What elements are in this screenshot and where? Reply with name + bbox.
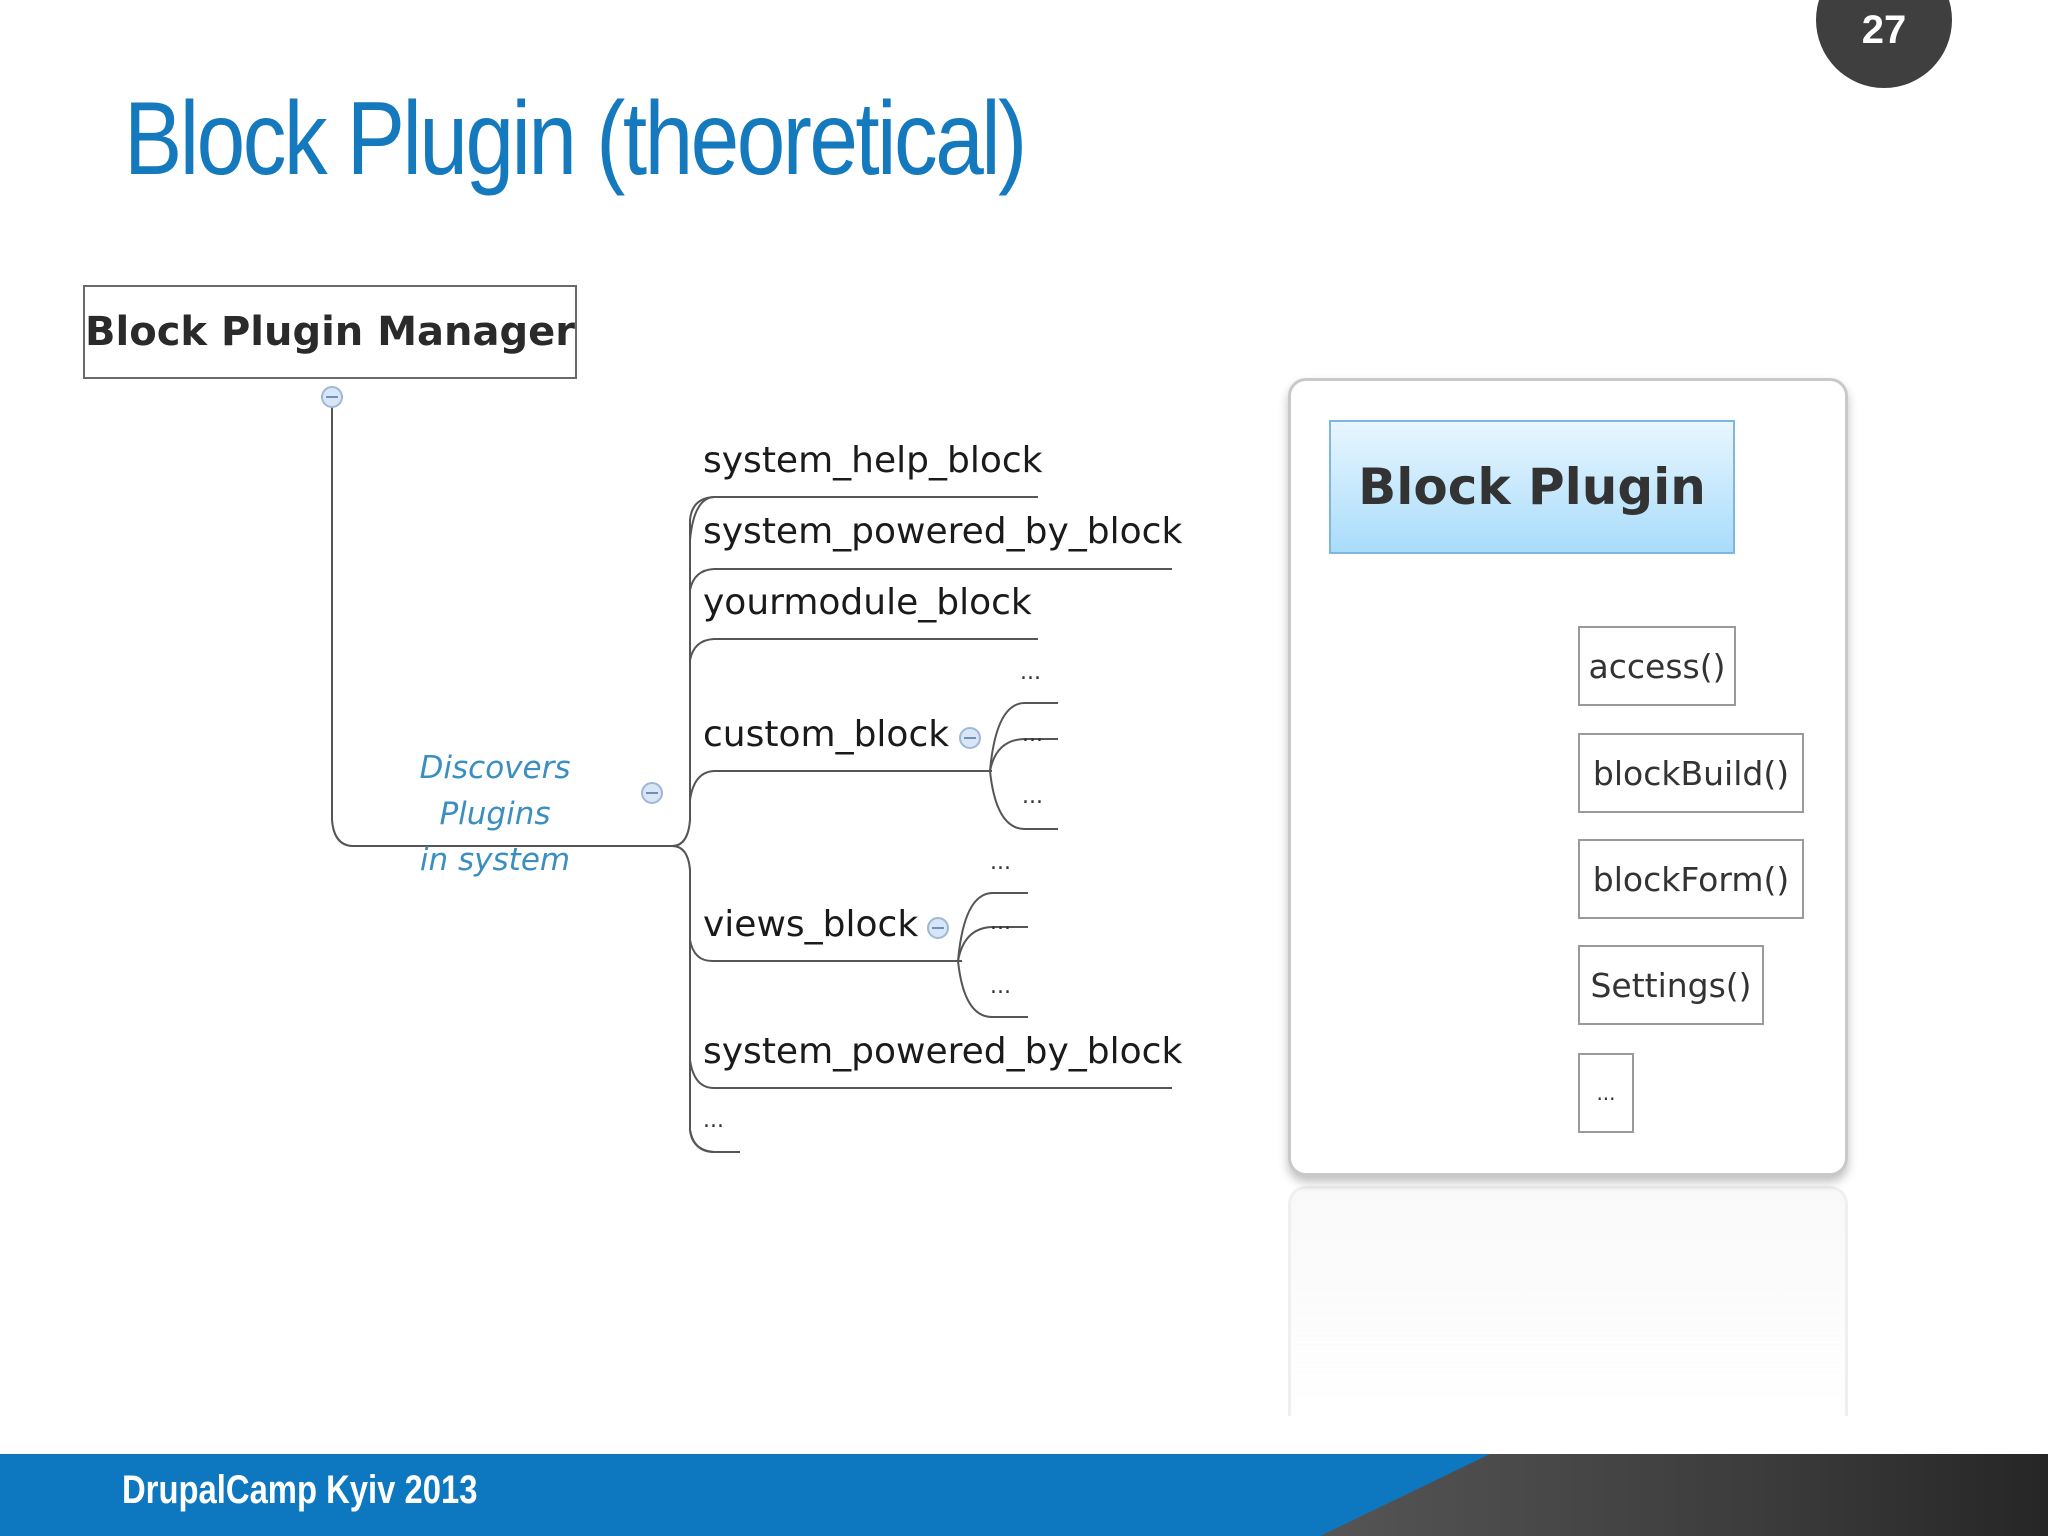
plugin-title: Block Plugin xyxy=(1358,458,1706,516)
child-system-powered-by-block-2: system_powered_by_block xyxy=(703,1031,1183,1072)
relation-label: Discovers Plugins in system xyxy=(360,745,630,883)
underline-child-3 xyxy=(689,638,1038,661)
child-system-help-block: system_help_block xyxy=(703,440,1043,481)
child-more: ... xyxy=(703,1108,724,1133)
views-sub-ellipsis-3: ... xyxy=(990,974,1011,999)
underline-child-7 xyxy=(689,1129,740,1153)
method-settings-label: Settings() xyxy=(1590,965,1752,1005)
relation-line-2: in system xyxy=(419,842,571,878)
underline-child-4 xyxy=(689,770,992,801)
child-yourmodule-block: yourmodule_block xyxy=(703,582,1032,623)
relation-line-1: Discovers Plugins xyxy=(419,750,571,832)
views-sub-1 xyxy=(957,892,1028,962)
underline-child-5 xyxy=(689,939,962,963)
method-more: ... xyxy=(1578,1053,1634,1133)
branch-trunk-lower xyxy=(671,845,715,1153)
child-views-block: views_block xyxy=(703,904,919,945)
branch-trunk xyxy=(671,496,715,847)
method-block-form: blockForm() xyxy=(1578,839,1804,919)
method-more-label: ... xyxy=(1596,1081,1616,1105)
root-label: Block Plugin Manager xyxy=(85,309,575,355)
views-sub-ellipsis-2: ... xyxy=(990,910,1011,935)
method-access: access() xyxy=(1578,626,1736,706)
underline-child-6 xyxy=(689,1059,1172,1089)
custom-sub-ellipsis-1: ... xyxy=(1020,660,1041,685)
views-sub-2 xyxy=(957,926,1028,962)
method-settings: Settings() xyxy=(1578,945,1764,1025)
custom-sub-ellipsis-3: ... xyxy=(1022,784,1043,809)
footer-bar: DrupalCamp Kyiv 2013 xyxy=(0,1454,2048,1536)
root-connector xyxy=(331,398,672,847)
custom-sub-3 xyxy=(989,770,1058,830)
underline-child-1 xyxy=(689,496,1038,541)
plugin-panel-reflection xyxy=(1288,1186,1848,1416)
method-block-build: blockBuild() xyxy=(1578,733,1804,813)
underline-child-2 xyxy=(689,568,1172,591)
custom-sub-2 xyxy=(989,738,1058,772)
child-system-powered-by-block: system_powered_by_block xyxy=(703,511,1183,552)
footer-event-name: DrupalCamp Kyiv 2013 xyxy=(122,1468,478,1512)
block-plugin-manager-node: Block Plugin Manager xyxy=(83,285,577,379)
slide-title: Block Plugin (theoretical) xyxy=(124,81,1027,197)
method-block-build-label: blockBuild() xyxy=(1592,753,1790,793)
method-block-form-label: blockForm() xyxy=(1592,859,1790,899)
child-custom-block: custom_block xyxy=(703,714,950,755)
custom-sub-1 xyxy=(989,702,1058,772)
block-plugin-header: Block Plugin xyxy=(1329,420,1735,554)
views-sub-ellipsis-1: ... xyxy=(990,850,1011,875)
footer-dark-band xyxy=(1320,1454,2048,1536)
method-access-label: access() xyxy=(1588,646,1726,686)
views-sub-3 xyxy=(957,960,1028,1018)
custom-sub-ellipsis-2: ... xyxy=(1022,722,1043,747)
slide-number: 27 xyxy=(1861,8,1907,52)
